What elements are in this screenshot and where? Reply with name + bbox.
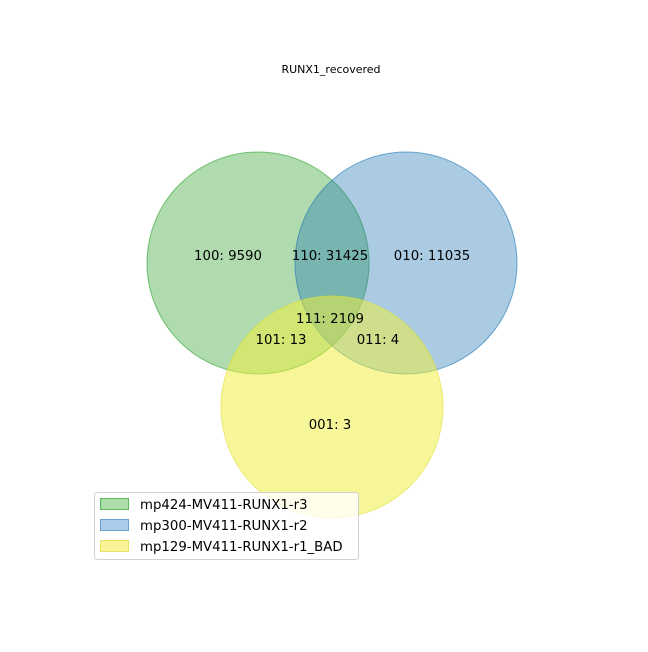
- legend: mp424-MV411-RUNX1-r3 mp300-MV411-RUNX1-r…: [94, 492, 359, 560]
- region-label-001: 001: 3: [309, 418, 352, 433]
- region-label-011: 011: 4: [357, 333, 400, 348]
- legend-swatch-2: [100, 519, 129, 531]
- diagram-title: RUNX1_recovered: [281, 63, 380, 76]
- region-label-111: 111: 2109: [296, 312, 364, 327]
- legend-label-3: mp129-MV411-RUNX1-r1_BAD: [140, 540, 343, 555]
- region-label-101: 101: 13: [255, 333, 306, 348]
- region-label-100: 100: 9590: [194, 249, 262, 264]
- region-label-010: 010: 11035: [394, 249, 470, 264]
- legend-swatch-3: [100, 540, 129, 552]
- legend-label-1: mp424-MV411-RUNX1-r3: [140, 498, 308, 513]
- legend-box: [94, 492, 359, 560]
- legend-swatch-1: [100, 498, 129, 510]
- region-label-110: 110: 31425: [292, 249, 368, 264]
- legend-label-2: mp300-MV411-RUNX1-r2: [140, 519, 308, 534]
- set-circle-3: [220, 295, 444, 519]
